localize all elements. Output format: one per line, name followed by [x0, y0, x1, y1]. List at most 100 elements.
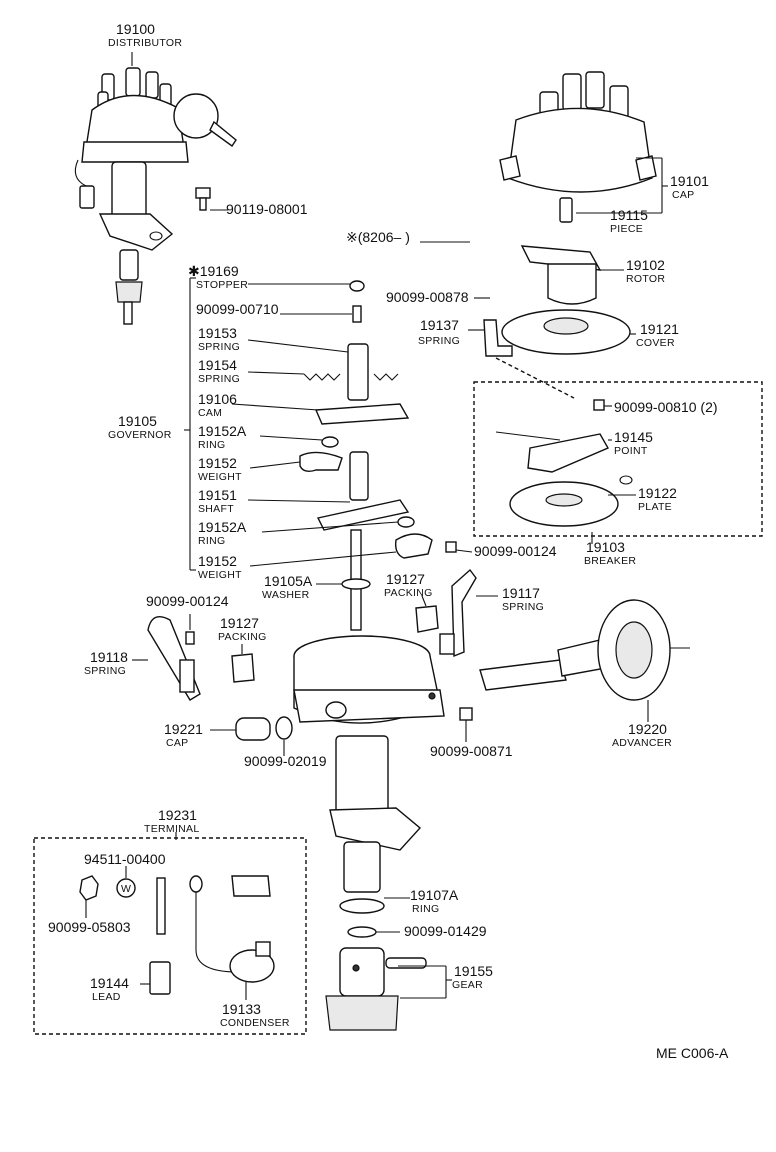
cap-drawing: [499, 71, 657, 193]
spring-19137-drawing: [483, 319, 513, 357]
date-code: ※(8206– ): [346, 229, 410, 245]
label-19221-name: CAP: [166, 737, 189, 749]
label-19152a-1-name: RING: [198, 439, 225, 451]
label-19169-name: STOPPER: [196, 279, 248, 291]
label-19152a-2-number: 19152A: [198, 519, 247, 535]
label-19220-number: 19220: [628, 721, 667, 737]
label-19107a-number: 19107A: [410, 887, 459, 903]
label-19106-name: CAM: [198, 407, 222, 419]
label-19101-name: CAP: [672, 189, 695, 201]
label-19106-number: 19106: [198, 391, 237, 407]
spring-19117-drawing: [439, 568, 477, 658]
label-19105-number: 19105: [118, 413, 157, 429]
label-19105a-name: WASHER: [262, 589, 310, 601]
label-19127-right-name: PACKING: [384, 587, 433, 599]
part-labels: 19100 DISTRIBUTOR 90119-08001 19101 CAP …: [48, 21, 729, 1061]
label-19133-name: CONDENSER: [220, 1017, 290, 1029]
label-19100-name: DISTRIBUTOR: [108, 37, 182, 49]
label-19103-number: 19103: [586, 539, 625, 555]
label-19155-number: 19155: [454, 963, 493, 979]
screw-90099-00124-right-drawing: [445, 541, 457, 553]
label-19169-number: ✱19169: [188, 263, 239, 279]
label-19154-name: SPRING: [198, 373, 240, 385]
label-19115-number: 19115: [610, 207, 648, 223]
label-19102-name: ROTOR: [626, 273, 665, 285]
label-19127-left-name: PACKING: [218, 631, 267, 643]
label-19118-number: 19118: [90, 649, 128, 665]
label-19122-number: 19122: [638, 485, 677, 501]
label-19127-left-number: 19127: [220, 615, 259, 631]
label-90099-00871: 90099-00871: [430, 743, 513, 759]
leader-lines: [85, 52, 668, 1000]
label-94511-00400: 94511-00400: [84, 851, 166, 867]
label-19154-number: 19154: [198, 357, 237, 373]
label-19118-name: SPRING: [84, 665, 126, 677]
packing-19127-left-drawing: [231, 653, 255, 683]
label-19152-1-number: 19152: [198, 455, 237, 471]
label-19152-2-number: 19152: [198, 553, 237, 569]
label-19137-number: 19137: [420, 317, 459, 333]
screw-90099-00871-drawing: [459, 707, 473, 721]
gear-drawing: [325, 947, 427, 1031]
label-19121-number: 19121: [640, 321, 679, 337]
label-90099-00810: 90099-00810 (2): [614, 399, 718, 415]
label-90099-00710: 90099-00710: [196, 301, 279, 317]
label-19115-name: PIECE: [610, 223, 643, 235]
label-19151-name: SHAFT: [198, 503, 234, 515]
label-19121-name: COVER: [636, 337, 675, 349]
label-19152-2-name: WEIGHT: [198, 569, 242, 581]
label-90099-00124-left: 90099-00124: [146, 593, 229, 609]
terminal-drawing: W: [79, 875, 275, 995]
label-90099-00878: 90099-00878: [386, 289, 469, 305]
cap-19221-drawing: [235, 716, 293, 741]
label-19153-number: 19153: [198, 325, 237, 341]
label-19145-number: 19145: [614, 429, 653, 445]
label-19144-name: LEAD: [92, 991, 121, 1003]
label-90119-08001: 90119-08001: [226, 201, 308, 217]
label-19220-name: ADVANCER: [612, 737, 672, 749]
label-19231-name: TERMINAL: [144, 823, 200, 835]
label-19117-name: SPRING: [502, 601, 544, 613]
rotor-drawing: [520, 245, 602, 305]
piece-drawing: [559, 197, 573, 223]
label-19107a-name: RING: [412, 903, 439, 915]
diagram-code: ME C006-A: [656, 1045, 729, 1061]
label-19101-number: 19101: [670, 173, 709, 189]
label-90099-02019: 90099-02019: [244, 753, 327, 769]
label-19152a-2-name: RING: [198, 535, 225, 547]
label-19155-name: GEAR: [452, 979, 483, 991]
label-19137-name: SPRING: [418, 335, 460, 347]
label-19133-number: 19133: [222, 1001, 261, 1017]
label-90099-05803: 90099-05803: [48, 919, 131, 935]
packing-19127-right-drawing: [415, 605, 439, 633]
washer-90099-01429-drawing: [347, 926, 377, 938]
label-19122-name: PLATE: [638, 501, 672, 513]
breaker-dashed-link: [495, 357, 575, 399]
label-19221-number: 19221: [164, 721, 203, 737]
label-19151-number: 19151: [198, 487, 237, 503]
governor-drawing: [299, 280, 433, 631]
label-19153-name: SPRING: [198, 341, 240, 353]
ring-19107a-drawing: [339, 898, 385, 914]
svg-text:W: W: [121, 883, 131, 895]
label-19152-1-name: WEIGHT: [198, 471, 242, 483]
distributor-assembly-drawing: [74, 67, 237, 325]
spring-19118-drawing: [147, 616, 201, 701]
terminal-group-box: [33, 837, 307, 1035]
advancer-drawing: [479, 599, 690, 701]
label-19102-number: 19102: [626, 257, 665, 273]
label-90099-00124-right: 90099-00124: [474, 543, 557, 559]
label-19103-name: BREAKER: [584, 555, 636, 567]
breaker-drawing: [495, 399, 633, 527]
label-19152a-1-number: 19152A: [198, 423, 247, 439]
label-19105a-number: 19105A: [264, 573, 313, 589]
label-90099-01429: 90099-01429: [404, 923, 487, 939]
label-19231-number: 19231: [158, 807, 197, 823]
label-19105-name: GOVERNOR: [108, 429, 172, 441]
label-19100-number: 19100: [116, 21, 155, 37]
housing-drawing: [293, 635, 445, 893]
label-19145-name: POINT: [614, 445, 648, 457]
label-19144-number: 19144: [90, 975, 129, 991]
label-19117-number: 19117: [502, 585, 540, 601]
